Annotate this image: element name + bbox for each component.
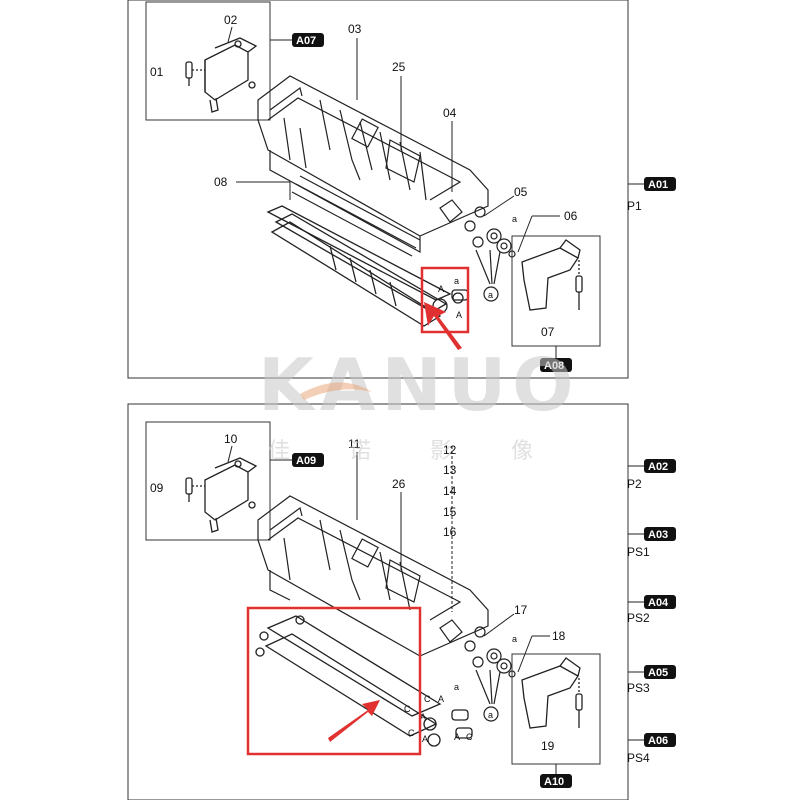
- watermark-subtitle: 佳 诺 影 像: [268, 439, 559, 464]
- part-number-13: 13: [443, 463, 457, 477]
- callout-letter: A: [438, 284, 444, 294]
- callout-letter: A: [454, 732, 460, 742]
- ref-sub-ps1: PS1: [627, 545, 650, 559]
- leader-line: [227, 26, 233, 43]
- callout-letter: a: [512, 214, 517, 224]
- watermark-swoosh: [300, 382, 372, 400]
- callout-letter: a: [488, 710, 493, 720]
- callout-letter: a: [454, 682, 459, 692]
- part-number-01: 01: [150, 65, 164, 79]
- tag-a08: A08: [540, 358, 572, 372]
- callout-letter: a: [454, 276, 459, 286]
- ref-sub-ps4: PS4: [627, 751, 650, 765]
- bottom-rollers-drawing: [255, 615, 473, 747]
- callout-letter: a: [512, 634, 517, 644]
- ref-sub-ps2: PS2: [627, 611, 650, 625]
- top-frame-assembly-drawing: [257, 75, 489, 257]
- svg-text:A03: A03: [648, 529, 668, 541]
- top-rollers-drawing: [266, 205, 469, 327]
- svg-text:A02: A02: [648, 461, 668, 473]
- tag-a04: A04: [644, 595, 676, 609]
- callout-letter: a: [488, 290, 493, 300]
- tag-a05: A05: [644, 665, 676, 679]
- part-number-05: 05: [514, 185, 528, 199]
- bottom-gears-drawing: [474, 626, 516, 722]
- top-left-inset-frame: [145, 1, 271, 121]
- svg-text:A09: A09: [296, 455, 316, 467]
- callout-letter: C: [466, 732, 473, 742]
- part-number-14: 14: [443, 484, 457, 498]
- part-number-11: 11: [348, 437, 361, 451]
- part-number-04: 04: [443, 106, 457, 120]
- top-gears-drawing: [474, 206, 516, 302]
- part-number-16: 16: [443, 525, 457, 539]
- bottom-right-bracket-drawing: [521, 657, 583, 729]
- callout-letter: C: [404, 704, 411, 714]
- part-number-08: 08: [214, 175, 228, 189]
- leader-line: [517, 215, 533, 253]
- part-number-12: 12: [443, 443, 457, 457]
- callout-letter: C: [408, 728, 415, 738]
- top-right-inset-frame: [511, 235, 601, 347]
- part-number-25: 25: [392, 60, 406, 74]
- top-right-bracket-drawing: [521, 239, 583, 311]
- watermark-brand: KANUO: [258, 343, 579, 427]
- bottom-right-inset-frame: [511, 653, 601, 765]
- part-number-06: 06: [564, 209, 578, 223]
- callout-letter: A: [422, 734, 428, 744]
- callout-letter: A: [456, 310, 462, 320]
- callout-letter: A: [438, 694, 444, 704]
- svg-text:A07: A07: [296, 35, 316, 47]
- bottom-left-bracket-drawing: [185, 457, 258, 533]
- highlight-arrow: [424, 302, 462, 350]
- ref-sub-p1: P1: [627, 199, 642, 213]
- part-number-18: 18: [552, 629, 566, 643]
- part-number-17: 17: [514, 603, 528, 617]
- part-number-26: 26: [392, 477, 406, 491]
- tag-a03: A03: [644, 527, 676, 541]
- leader-line: [483, 613, 515, 637]
- bottom-panel: 10 09 A09: [127, 403, 629, 800]
- watermark: KANUO 佳 诺 影 像: [258, 343, 579, 464]
- highlight-arrow: [328, 700, 380, 742]
- part-number-10: 10: [224, 432, 238, 446]
- callout-letter: C: [424, 694, 431, 704]
- part-number-15: 15: [443, 505, 457, 519]
- part-number-02: 02: [224, 13, 238, 27]
- part-number-03: 03: [348, 22, 362, 36]
- tag-a10: A10: [540, 774, 572, 788]
- svg-text:A06: A06: [648, 735, 668, 747]
- callout-letter: A: [420, 712, 426, 722]
- bottom-left-inset-frame: [145, 421, 271, 541]
- svg-text:A10: A10: [544, 776, 564, 788]
- tag-a06: A06: [644, 733, 676, 747]
- svg-text:A05: A05: [648, 667, 668, 679]
- tag-a07: A07: [292, 33, 324, 47]
- highlight-box: [420, 266, 470, 334]
- ref-sub-ps3: PS3: [627, 681, 650, 695]
- svg-text:A08: A08: [544, 360, 564, 372]
- top-reference-column: A01 P1: [627, 177, 676, 213]
- top-panel-frame: [127, 0, 629, 379]
- leader-line: [227, 445, 233, 463]
- bottom-frame-assembly-drawing: [257, 495, 489, 668]
- ref-sub-p2: P2: [627, 477, 642, 491]
- top-panel: 01 02 A07: [127, 0, 629, 379]
- highlight-box: [246, 606, 422, 756]
- tag-a01: A01: [644, 177, 676, 191]
- part-number-19: 19: [541, 739, 555, 753]
- leader-line: [483, 195, 515, 217]
- tag-a09: A09: [292, 453, 324, 467]
- tag-a02: A02: [644, 459, 676, 473]
- svg-text:A04: A04: [648, 597, 669, 609]
- part-number-09: 09: [150, 481, 164, 495]
- part-number-07: 07: [541, 325, 555, 339]
- top-left-bracket-drawing: [185, 37, 258, 113]
- svg-text:A01: A01: [648, 179, 668, 191]
- bottom-reference-column: A02 P2 A03 PS1 A04 PS2 A05 PS3 A06 PS4: [627, 459, 676, 765]
